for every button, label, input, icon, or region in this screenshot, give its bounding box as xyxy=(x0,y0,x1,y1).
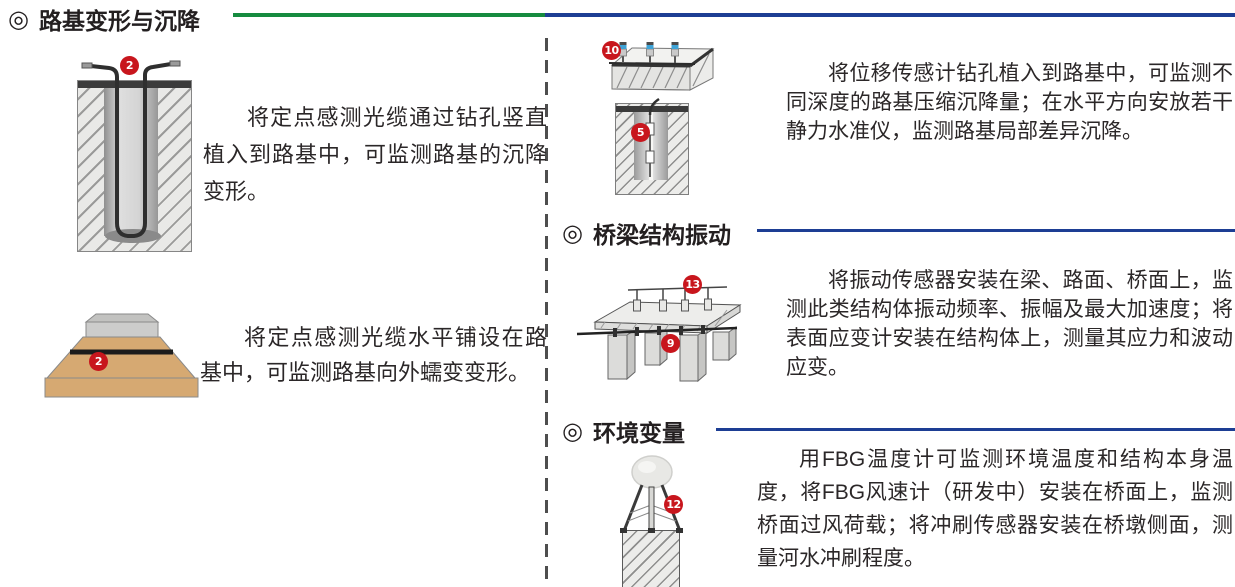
section-heading-environment: ◎ 环境变量 xyxy=(562,414,685,448)
cable-overlay xyxy=(81,60,181,238)
section-title: 桥梁结构振动 xyxy=(592,222,731,248)
illustration-pier-tripod-sensor: 12 xyxy=(598,445,723,587)
paragraph-vibration-sensors: 将振动传感器安装在梁、路面、桥面上，监测此类结构体振动频率、振幅及最大加速度；将… xyxy=(786,269,1233,379)
section-heading-roadbed: ◎ 路基变形与沉降 xyxy=(8,2,200,36)
marker-badge: 5 xyxy=(631,123,650,142)
marker-badge: 9 xyxy=(661,334,680,353)
marker-badge: 12 xyxy=(664,495,683,514)
heading-rule-blue xyxy=(545,13,1235,17)
double-circle-bullet-icon: ◎ xyxy=(8,5,29,33)
section-heading-bridge-vibration: ◎ 桥梁结构振动 xyxy=(562,216,731,250)
marker-badge: 13 xyxy=(683,275,702,294)
illustration-slab-sensors: 10 xyxy=(595,40,725,108)
column-divider xyxy=(545,38,548,587)
heading-rule-green xyxy=(233,13,545,17)
paragraph-displacement-sensors: 将位移传感计钻孔植入到路基中，可监测不同深度的路基压缩沉降量；在水平方向安放若干… xyxy=(786,62,1233,143)
casing-right xyxy=(653,112,668,180)
section-title: 路基变形与沉降 xyxy=(38,8,200,34)
slab-drawing xyxy=(608,42,715,91)
pier-block xyxy=(622,530,680,587)
double-circle-bullet-icon: ◎ xyxy=(562,417,583,445)
borehole-cylinder xyxy=(104,88,158,236)
illustration-bridge-deck: 13 9 xyxy=(575,262,780,405)
paragraph-roadbed-horizontal: 将定点感测光缆水平铺设在路基中，可监测路基向外蠕变变形。 xyxy=(200,325,547,385)
ground-block xyxy=(615,103,689,195)
illustration-embankment: 2 xyxy=(30,300,210,400)
heading-rule-blue xyxy=(757,229,1235,232)
section-title: 环境变量 xyxy=(592,420,685,446)
bridge-drawing xyxy=(576,286,742,383)
tripod-drawing xyxy=(620,455,683,533)
marker-badge: 10 xyxy=(602,41,621,60)
heading-rule-blue xyxy=(716,428,1235,431)
sensor-pins xyxy=(619,42,679,63)
embankment-drawing xyxy=(44,313,199,398)
double-circle-bullet-icon: ◎ xyxy=(562,219,583,247)
paragraph-environment-sensors: 用FBG温度计可监测环境温度和结构本身温度，将FBG风速计（研发中）安装在桥面上… xyxy=(757,448,1233,570)
surface-band xyxy=(78,81,191,88)
paragraph-roadbed-vertical: 将定点感测光缆通过钻孔竖直植入到路基中，可监测路基的沉降变形。 xyxy=(203,105,547,204)
marker-badge: 2 xyxy=(89,352,108,371)
illustration-borehole-cable: 2 xyxy=(58,55,213,255)
casing-gap xyxy=(649,112,653,180)
illustration-borehole-sensor-string: 5 xyxy=(615,97,689,195)
marker-badge: 2 xyxy=(120,56,139,75)
sensor-string-overlay xyxy=(645,97,660,177)
